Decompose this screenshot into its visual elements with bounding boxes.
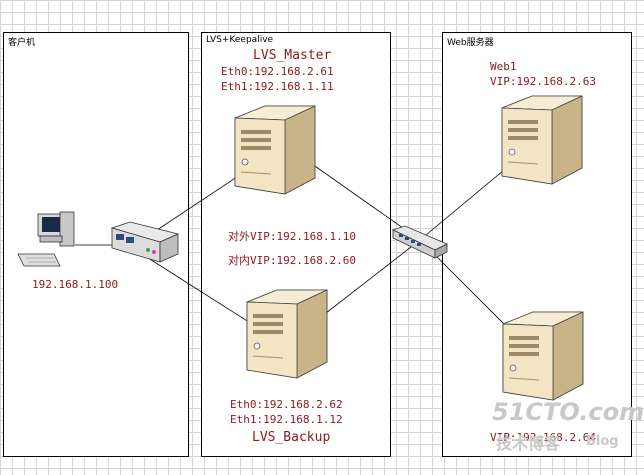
web1-name: Web1: [490, 60, 517, 73]
lvs-panel: LVS+Keepalive: [201, 32, 391, 457]
client-ip-label: 192.168.1.100: [32, 278, 119, 291]
switch-icon: [391, 225, 448, 259]
lvs-master-server-icon: [234, 105, 316, 195]
web2-server-icon: [502, 311, 584, 401]
web2-vip: VIP:192.168.2.64: [490, 431, 596, 444]
router-icon: [110, 221, 180, 263]
lvs-backup-eth0: Eth0:192.168.2.62: [230, 398, 343, 411]
watermark-sub: 技术博客: [496, 434, 561, 453]
lvs-backup-eth1: Eth1:192.168.1.12: [230, 413, 343, 426]
internal-vip-label: 对内VIP:192.168.2.60: [228, 254, 356, 267]
watermark-site: 51CTO.com: [492, 398, 644, 426]
lvs-master-eth0: Eth0:192.168.2.61: [221, 65, 334, 78]
client-computer-icon: [17, 211, 75, 267]
client-panel-title: 客户机: [8, 38, 36, 48]
watermark-blog: Blog: [586, 434, 619, 449]
web-panel-title: Web服务器: [447, 38, 494, 48]
web1-vip: VIP:192.168.2.63: [490, 75, 596, 88]
lvs-backup-server-icon: [246, 289, 328, 379]
external-vip-label: 对外VIP:192.168.1.10: [228, 230, 356, 243]
lvs-master-name: LVS_Master: [253, 48, 332, 63]
lvs-backup-name: LVS_Backup: [252, 430, 331, 445]
web1-server-icon: [501, 95, 583, 185]
lvs-panel-title: LVS+Keepalive: [206, 35, 274, 45]
lvs-master-eth1: Eth1:192.168.1.11: [221, 80, 334, 93]
